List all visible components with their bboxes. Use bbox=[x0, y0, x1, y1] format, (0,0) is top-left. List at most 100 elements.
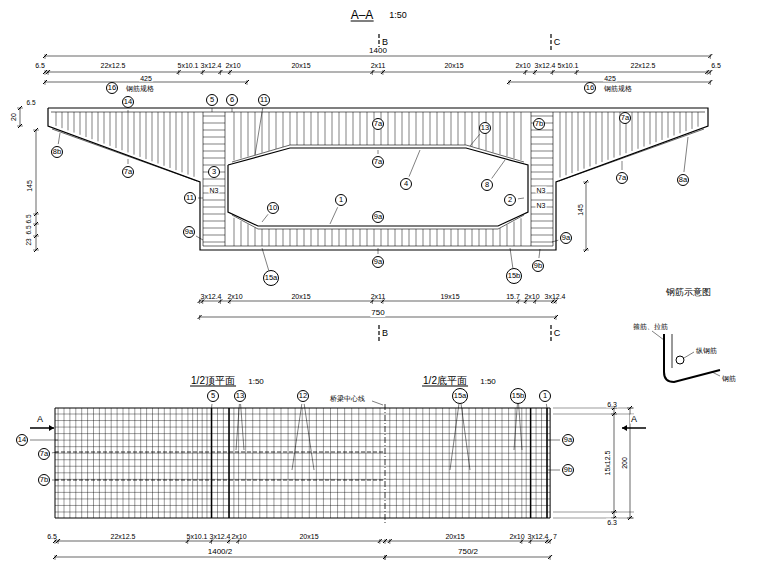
stirrup bbox=[656, 112, 657, 142]
section-mark bbox=[550, 34, 551, 50]
leader-line bbox=[128, 159, 129, 164]
stirrup bbox=[92, 112, 93, 139]
leader-line bbox=[539, 249, 540, 258]
plan-bar bbox=[521, 408, 522, 518]
leader-line bbox=[198, 198, 203, 199]
stirrup bbox=[80, 112, 81, 135]
extension-line bbox=[553, 414, 634, 415]
dimension-tick bbox=[612, 510, 616, 514]
dimension-label: 2x11 bbox=[370, 62, 387, 69]
stirrup bbox=[194, 112, 195, 177]
dimension-label: A bbox=[36, 415, 44, 424]
leader-line bbox=[518, 198, 524, 200]
dimension-label: 750 bbox=[370, 309, 385, 317]
plan-bar bbox=[502, 408, 503, 518]
stirrup bbox=[290, 112, 291, 145]
callout-number: 1 bbox=[543, 392, 547, 400]
dimension-label: 5x10.1 bbox=[556, 62, 579, 69]
leader-line bbox=[330, 207, 338, 224]
plan-bar bbox=[416, 408, 417, 518]
stirrup bbox=[444, 112, 445, 145]
callout-circle: 13 bbox=[479, 122, 491, 134]
callout-circle: 7b bbox=[533, 118, 545, 130]
dimension-tick bbox=[201, 299, 205, 303]
stirrup bbox=[668, 112, 669, 138]
dimension-tick bbox=[548, 539, 552, 543]
stirrup bbox=[86, 112, 87, 137]
plan-bar bbox=[344, 408, 345, 518]
callout-circle: 4 bbox=[400, 178, 412, 190]
stirrup bbox=[632, 112, 633, 151]
callout-number: 13 bbox=[236, 392, 244, 400]
dimension-tick bbox=[708, 54, 712, 58]
stirrup bbox=[297, 112, 298, 145]
stirrup bbox=[608, 112, 609, 160]
dimension-label: 20x15 bbox=[444, 533, 465, 540]
stirrup bbox=[346, 112, 347, 145]
stirrup bbox=[283, 112, 284, 147]
plan-bar bbox=[55, 492, 550, 493]
plan-bar bbox=[238, 408, 239, 518]
leader-line bbox=[652, 331, 664, 340]
plan-bar bbox=[259, 408, 260, 518]
dimension-label: 5x10.1 bbox=[185, 533, 208, 540]
dimension-label: 6.5 bbox=[46, 533, 58, 540]
stirrup bbox=[444, 229, 445, 246]
plan-bar bbox=[358, 408, 359, 518]
dimension-line bbox=[509, 82, 710, 83]
callout-circle: 2 bbox=[504, 194, 516, 206]
plan-bar bbox=[530, 408, 531, 518]
callout-circle: 9a bbox=[372, 256, 384, 268]
leader-line bbox=[52, 480, 58, 481]
plan-bar bbox=[541, 408, 542, 518]
plan-bar bbox=[526, 408, 527, 518]
plan-bar bbox=[170, 408, 171, 518]
dimension-tick bbox=[520, 539, 524, 543]
stirrup bbox=[374, 229, 375, 246]
dimension-label: 6.5 bbox=[34, 62, 46, 69]
stirrup bbox=[203, 179, 225, 180]
leader-line bbox=[450, 404, 459, 470]
plan-bar bbox=[223, 408, 224, 518]
dimension-tick bbox=[177, 70, 181, 74]
plan-bar bbox=[140, 408, 141, 518]
plan-bar bbox=[55, 498, 550, 499]
plan-bar bbox=[152, 408, 153, 518]
stirrup bbox=[203, 116, 225, 117]
plan-bar bbox=[495, 408, 496, 518]
dimension-tick bbox=[381, 299, 385, 303]
dimension-label: 1400 bbox=[368, 47, 388, 55]
plan-bar bbox=[202, 408, 203, 518]
stirrup bbox=[531, 137, 553, 138]
dimension-tick bbox=[370, 299, 374, 303]
leader-line bbox=[712, 372, 720, 376]
callout-circle: 13 bbox=[234, 390, 246, 402]
callout-circle: 14 bbox=[122, 96, 134, 108]
dimension-tick bbox=[210, 539, 214, 543]
dimension-tick bbox=[612, 412, 616, 416]
dimension-label: 钢筋示意图 bbox=[665, 288, 712, 297]
leader-line bbox=[548, 470, 560, 471]
callout-circle: 9b bbox=[562, 464, 574, 476]
callout-number: 7a bbox=[124, 168, 132, 176]
plan-bar bbox=[87, 408, 88, 518]
plan-bar bbox=[547, 408, 548, 518]
plan-bar bbox=[233, 408, 234, 518]
stirrup bbox=[248, 224, 249, 246]
dimension-tick bbox=[523, 70, 527, 74]
plan-bar bbox=[99, 408, 100, 518]
stirrup bbox=[304, 112, 305, 145]
extension-line bbox=[553, 518, 634, 519]
plan-bar bbox=[409, 408, 410, 518]
stirrup bbox=[493, 229, 494, 246]
stirrup bbox=[318, 112, 319, 145]
dimension-label: 1400/2 bbox=[207, 548, 233, 556]
callout-circle: 6 bbox=[226, 94, 238, 106]
dimension-label: 19x15 bbox=[439, 293, 460, 300]
dimension-line bbox=[614, 408, 615, 518]
web-line bbox=[546, 408, 548, 518]
dimension-tick bbox=[43, 54, 47, 58]
stirrup bbox=[514, 112, 515, 158]
stirrup bbox=[152, 112, 153, 161]
plan-bar bbox=[462, 408, 463, 518]
